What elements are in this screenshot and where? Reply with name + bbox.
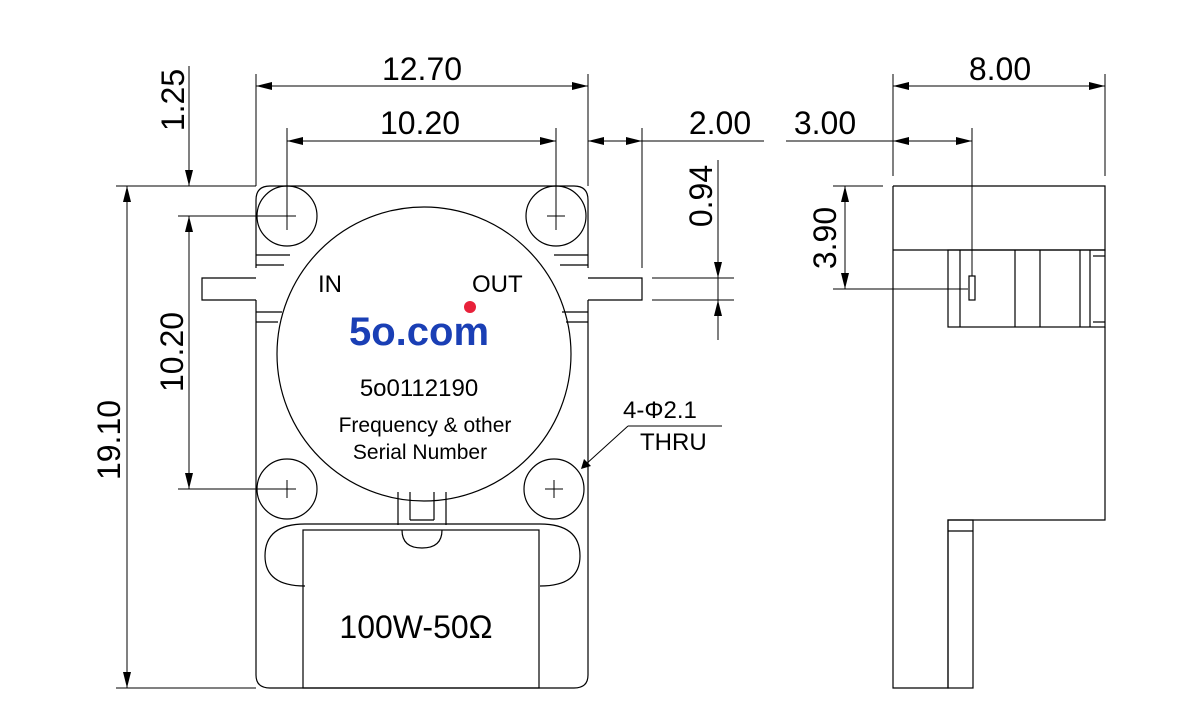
out-tab [588,277,643,301]
hole-note-line-2: THRU [640,429,707,456]
port-in-label: IN [318,271,342,298]
logo-dot-icon [464,301,476,313]
part-number: 5o0112190 [360,375,478,402]
dim-gap: 3.00 [794,105,856,141]
dim-depth: 8.00 [969,51,1031,87]
resistor-pocket [264,523,581,587]
mounting-hole-bottom-right [523,458,585,520]
side-step [947,519,974,689]
resistor-rating: 100W-50Ω [339,609,492,645]
port-out-label: OUT [472,271,523,298]
hole-note-leader [584,425,629,466]
dim-width-overall: 12.70 [382,51,462,87]
leader-arrow [581,459,591,469]
dim-connector-offset: 3.90 [807,207,843,269]
side-view [892,185,1106,689]
dim-width-holes: 10.20 [380,105,460,141]
resistor-body [302,529,540,689]
dim-hole-pitch-vertical: 10.20 [154,312,190,392]
pin [968,275,976,301]
brand-logo: 5o.com [349,301,489,354]
front-view: 100W-50Ω IN OUT 5o.com 5o0112190 Frequen… [201,185,722,689]
circulator-body [276,206,572,502]
label-line-2: Frequency & other [339,414,512,437]
resistor-notch [401,529,443,549]
dim-tab-thickness: 0.94 [683,165,719,227]
dim-height-overall: 19.10 [91,400,127,480]
side-dimensions: 8.00 3.00 3.90 [786,51,1106,290]
dim-top-offset: 1.25 [155,69,191,131]
side-body-outline [892,185,1106,689]
label-line-3: Serial Number [353,441,487,464]
front-dimensions: 12.70 10.20 2.00 1.25 10.20 19.10 [91,51,764,689]
logo-text: 5o.com [349,310,489,354]
top-flange-outline [255,185,589,268]
hole-note-line-1: 4-Φ2.1 [623,397,697,424]
dim-tab-length: 2.00 [689,105,751,141]
in-tab [201,277,256,301]
